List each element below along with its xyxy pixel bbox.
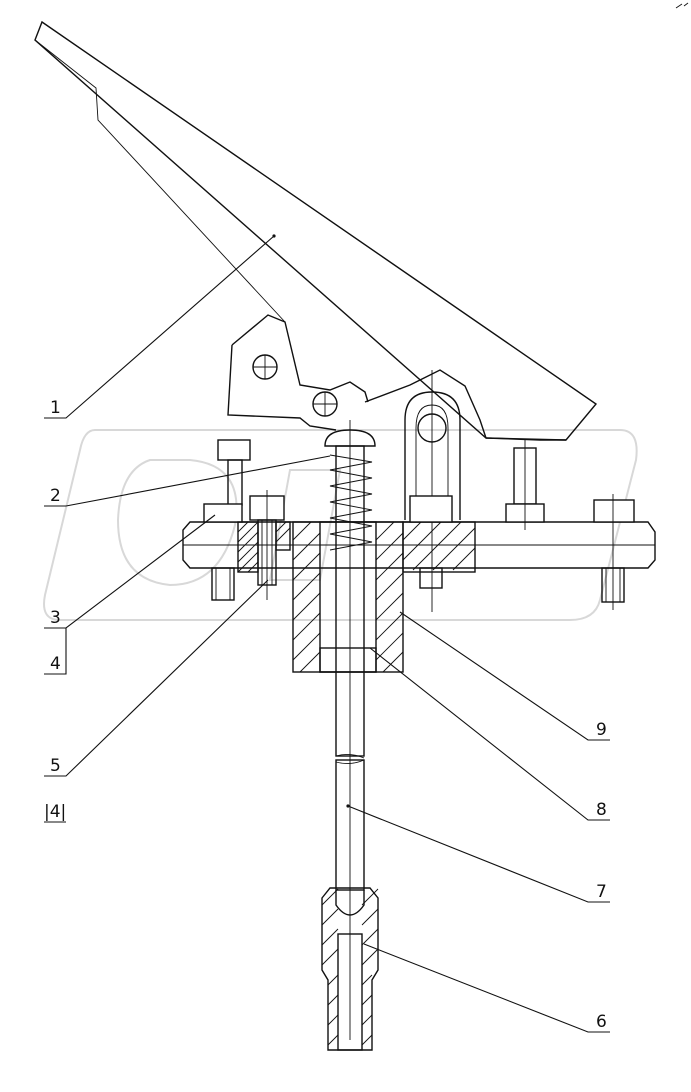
pedal-pad (34, 20, 598, 441)
callout-8: 8 (596, 800, 607, 820)
callout-2: 2 (50, 486, 61, 506)
pedal-bracket (227, 314, 566, 441)
callout-5-quantity: |4| (44, 802, 66, 822)
callout-3: 3 (50, 608, 61, 628)
corner-mark (675, 2, 689, 9)
callout-4: 4 (50, 654, 61, 674)
spring (329, 454, 373, 551)
clevis (404, 370, 461, 612)
callout-5: 5 (50, 756, 61, 776)
leader-lines (44, 234, 610, 1033)
right-bolts (505, 440, 635, 610)
callout-labels: 1 2 3 4 5 |4| 9 8 7 6 (44, 398, 607, 1032)
callout-1: 1 (50, 398, 61, 418)
left-bolt (203, 439, 251, 601)
callout-9: 9 (596, 720, 607, 740)
base-plate (182, 521, 656, 569)
callout-7: 7 (596, 882, 607, 902)
flange-left-hatch (237, 521, 291, 573)
flange-right-hatch (402, 521, 476, 573)
clevis-bolt (409, 495, 453, 589)
housing (292, 521, 404, 673)
callout-6: 6 (596, 1012, 607, 1032)
lower-fitting (321, 887, 379, 1051)
watermark (43, 429, 638, 621)
push-rod (324, 420, 376, 1040)
